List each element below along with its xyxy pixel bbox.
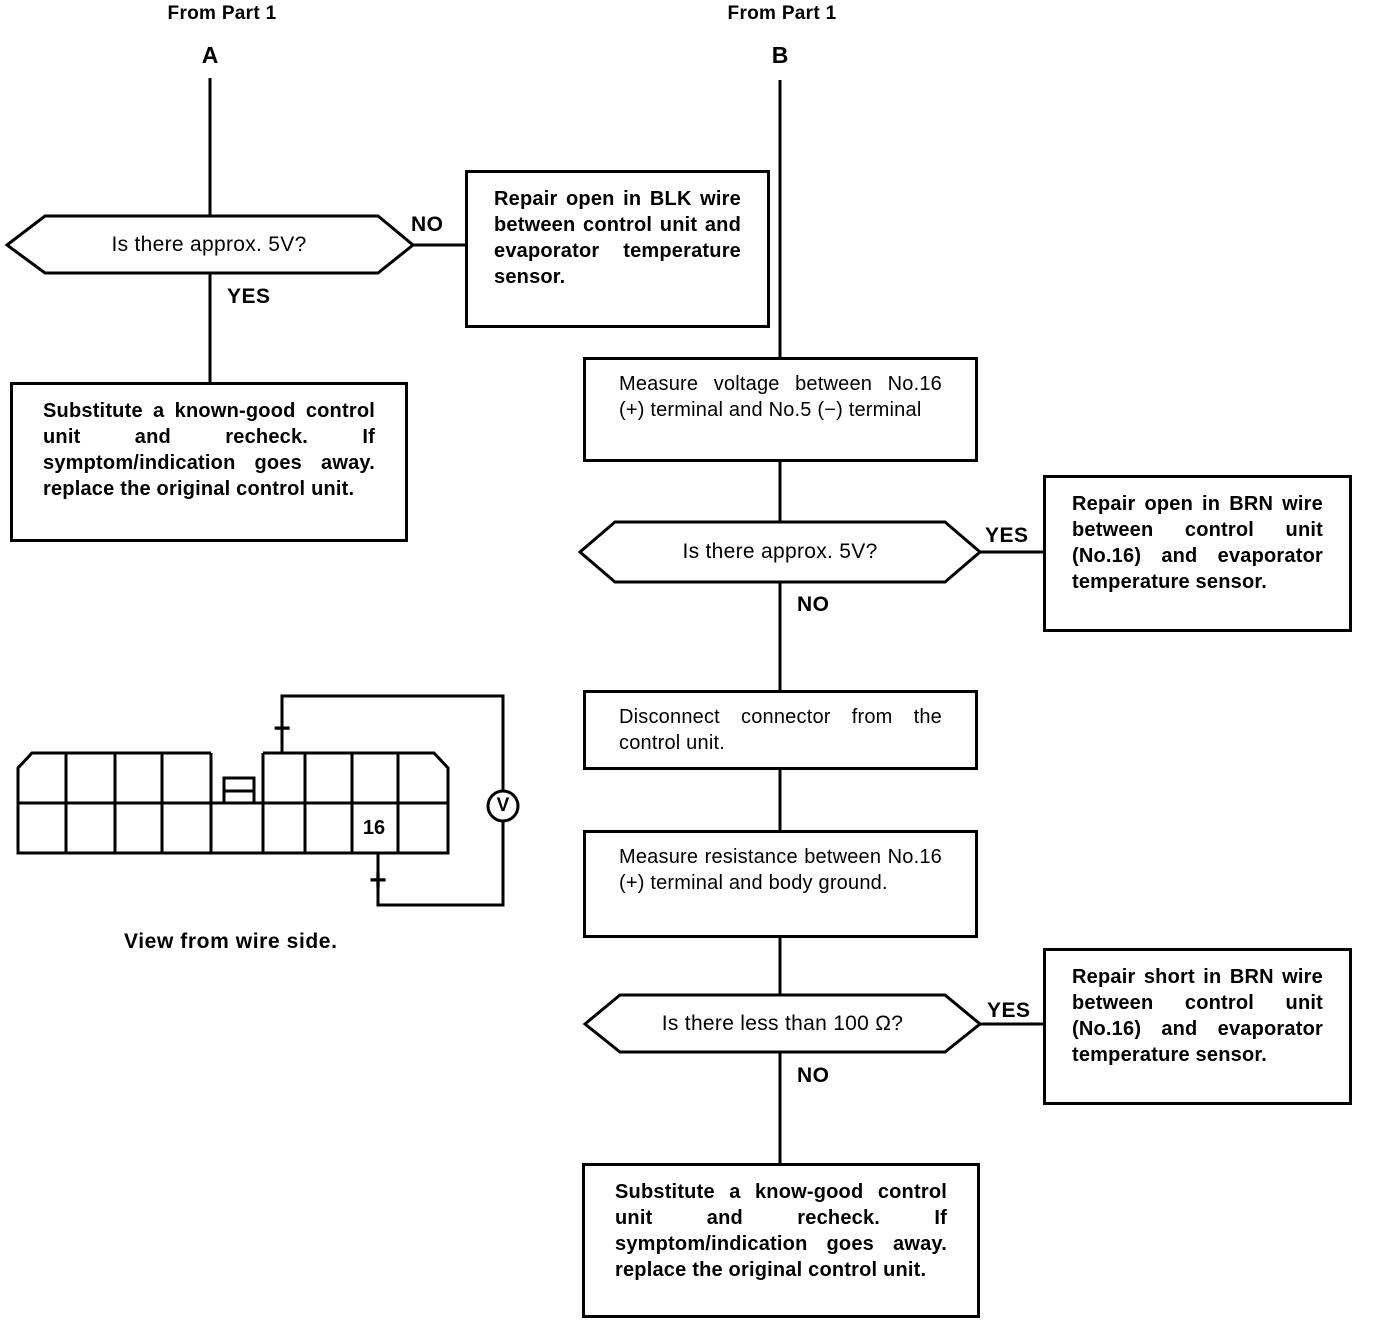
repair-open-brn-wire-box: Repair open in BRN wire between control … <box>1043 475 1352 632</box>
measure-voltage-box: Measure voltage between No.16 (+) termin… <box>583 357 978 462</box>
connector-gap-walls <box>209 753 265 803</box>
decision1-hexagon <box>4 214 416 275</box>
voltmeter-v-label: V <box>496 795 510 816</box>
decision3-no-label: NO <box>797 1064 830 1087</box>
decision2-hexagon <box>577 520 983 584</box>
connector-top-cell-dividers <box>64 753 400 803</box>
measure-resistance-text: Measure resistance between No.16 (+) ter… <box>619 846 942 894</box>
flow-lines <box>208 78 1043 1163</box>
voltmeter-icon <box>486 789 520 823</box>
measure-voltage-text: Measure voltage between No.16 (+) termin… <box>619 373 942 421</box>
substitute-control-unit-text-a: Substitute a known-good control unit and… <box>43 400 375 500</box>
measure-resistance-box: Measure resistance between No.16 (+) ter… <box>583 830 978 938</box>
decision1-yes-label: YES <box>227 285 271 308</box>
substitute-control-unit-box-b: Substitute a know-good control unit and … <box>582 1163 980 1318</box>
terminal-16-label: 16 <box>362 817 386 839</box>
decision2-yes-label: YES <box>985 524 1029 547</box>
voltmeter-negative-lead <box>280 694 505 791</box>
connector-outline <box>16 751 450 855</box>
connector-illustration <box>16 694 505 907</box>
right-from-part1-label: From Part 1 <box>727 3 837 24</box>
entry-letter-b: B <box>771 42 789 68</box>
decision3-hexagon <box>582 993 983 1054</box>
disconnect-connector-box: Disconnect connector from the control un… <box>583 690 978 770</box>
repair-blk-wire-text: Repair open in BLK wire between control … <box>494 188 741 288</box>
left-from-part1-label: From Part 1 <box>167 3 277 24</box>
wire-side-caption: View from wire side. <box>124 930 338 953</box>
decision3-yes-label: YES <box>987 999 1031 1022</box>
repair-open-brn-wire-text: Repair open in BRN wire between control … <box>1072 493 1323 593</box>
plus-polarity-label: + <box>369 864 387 897</box>
connector-key-tab-icon <box>222 776 256 803</box>
voltmeter-positive-lead <box>376 821 505 907</box>
substitute-control-unit-box-a: Substitute a known-good control unit and… <box>10 382 408 542</box>
connector-bottom-cell-dividers <box>64 803 400 853</box>
repair-short-brn-wire-box: Repair short in BRN wire between control… <box>1043 948 1352 1105</box>
decision1-no-label: NO <box>411 213 444 236</box>
decision3-question: Is there less than 100 Ω? <box>661 1011 904 1035</box>
repair-blk-wire-box: Repair open in BLK wire between control … <box>465 170 770 328</box>
decision2-no-label: NO <box>797 593 830 616</box>
substitute-control-unit-text-b: Substitute a know-good control unit and … <box>615 1181 947 1281</box>
repair-short-brn-wire-text: Repair short in BRN wire between control… <box>1072 966 1323 1066</box>
entry-letter-a: A <box>201 42 219 68</box>
minus-polarity-label: − <box>273 712 291 745</box>
decision2-question: Is there approx. 5V? <box>682 540 878 563</box>
decision1-question: Is there approx. 5V? <box>111 232 307 256</box>
disconnect-connector-text: Disconnect connector from the control un… <box>619 706 942 754</box>
